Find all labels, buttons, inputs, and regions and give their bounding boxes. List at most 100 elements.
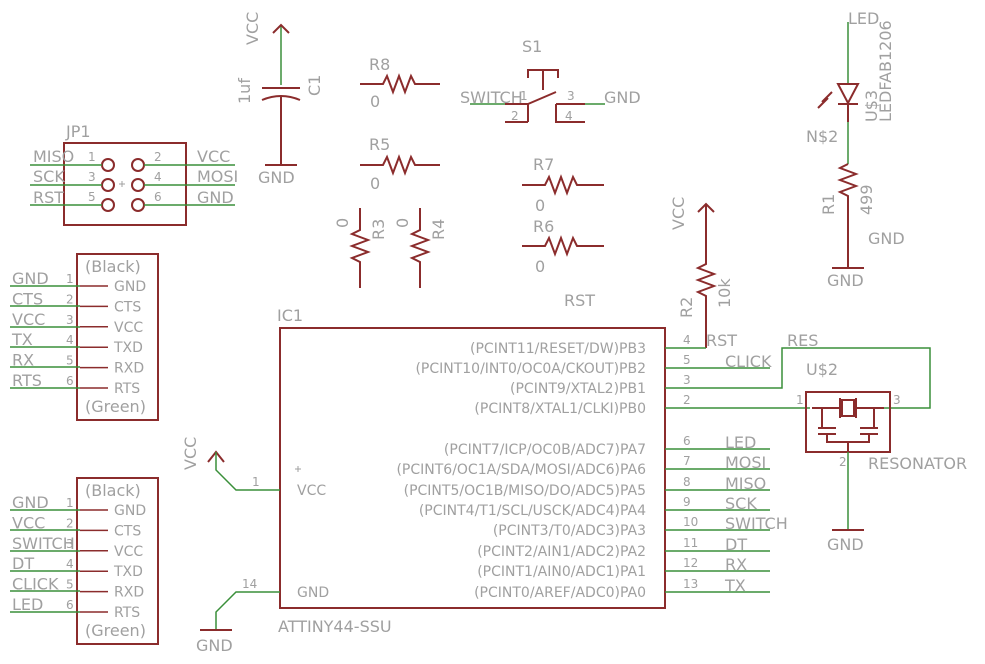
r2-value: 10k xyxy=(715,278,734,308)
r4-value: 0 xyxy=(393,218,412,228)
ftdi1-net-label: VCC xyxy=(12,310,45,329)
ftdi2-net-label: SWITCH xyxy=(12,534,75,553)
jp1-net-vcc: VCC xyxy=(197,147,230,166)
ftdi2-net-label: LED xyxy=(12,595,43,614)
ic1-value: ATTINY44-SSU xyxy=(278,617,392,636)
ftdi1-pin-num: 3 xyxy=(66,313,74,327)
ic1-vcc-wire xyxy=(215,452,280,491)
ftdi2-pin-name: VCC xyxy=(114,544,143,560)
ftdi2-pin-name: GND xyxy=(114,503,146,519)
ftdi2-pin-name: CTS xyxy=(114,523,141,539)
s1-pin-4: 4 xyxy=(565,109,573,123)
ic1-pin-name: (PCINT8/XTAL1/CLKI)PB0 xyxy=(474,401,646,417)
ic1-vcc-supply-label: VCC xyxy=(181,437,200,470)
ic1-pin-name: (PCINT5/OC1B/MISO/DO/ADC5)PA5 xyxy=(404,483,646,499)
resistor-r6: R6 0 xyxy=(522,217,604,276)
resistor-r4: 0 R4 xyxy=(393,208,448,288)
ftdi1-pin-name: VCC xyxy=(114,320,143,336)
floating-rst-label: RST xyxy=(564,291,595,310)
c1-name: C1 xyxy=(305,75,324,96)
r2-name: R2 xyxy=(677,297,696,318)
r3-body xyxy=(349,208,371,288)
res-value: RESONATOR xyxy=(868,454,967,473)
r5-value: 0 xyxy=(370,174,380,193)
ic1-pb1-res-wire xyxy=(665,347,931,409)
s1-name: S1 xyxy=(522,37,542,56)
ic1-net-label: SCK xyxy=(725,494,757,513)
ftdi2-pin-num: 4 xyxy=(66,557,74,571)
jp1-name: JP1 xyxy=(65,122,91,141)
resistor-r7: R7 0 xyxy=(522,155,604,215)
jp1-left-wires xyxy=(30,164,102,206)
r1-value: 499 xyxy=(857,184,876,215)
ic1-pin-name: (PCINT4/T1/SCL/USCK/ADC4)PA4 xyxy=(419,503,646,519)
ic1-net-label: DT xyxy=(725,535,747,554)
jp1-pad-1 xyxy=(101,158,115,172)
jp1-net-rst: RST xyxy=(33,188,64,207)
r8-name: R8 xyxy=(369,55,390,74)
capacitor-c1: VCC 1uf C1 GND xyxy=(235,12,324,187)
jp1-net-mosi: MOSI xyxy=(197,167,238,186)
ftdi1-net-label: RTS xyxy=(12,371,42,390)
led-name: U$3 xyxy=(862,90,881,122)
ftdi2-top: (Black) xyxy=(85,481,141,500)
led-diode-icon xyxy=(836,83,860,106)
ic1-pin-num: 6 xyxy=(683,434,691,448)
ic1-pin-name: (PCINT10/INT0/OC0A/CKOUT)PB2 xyxy=(415,361,646,377)
jp1-origin-cross xyxy=(119,181,125,187)
s1-pin-2: 2 xyxy=(511,109,519,123)
ic1-net-label: TX xyxy=(724,576,746,595)
ftdi1-pin-name: RXD xyxy=(114,361,144,377)
ic1-pin-name: (PCINT11/RESET/DW)PB3 xyxy=(470,341,646,357)
ftdi2-pin-num: 6 xyxy=(66,598,74,612)
ic1-pin-num-14: 14 xyxy=(242,577,257,591)
jp1-pad-5 xyxy=(101,198,115,212)
ftdi1-pin-num: 1 xyxy=(66,272,74,286)
ftdi2-net-label: DT xyxy=(12,554,34,573)
jp1-pin-4: 4 xyxy=(154,170,162,184)
jp1-net-gnd: GND xyxy=(197,188,234,207)
ftdi2-pin-name: TXD xyxy=(113,564,143,580)
ic1-pin-num: 9 xyxy=(683,495,691,509)
s1-net-switch: SWITCH xyxy=(460,88,523,107)
ic1-pin-name-gnd: GND xyxy=(297,585,329,601)
r8-body xyxy=(360,73,440,95)
ftdi1-net-label: RX xyxy=(12,351,34,370)
r5-body xyxy=(360,154,440,176)
ic1-pin-num: 4 xyxy=(683,333,691,347)
header-jp1: JP1 MISO SCK RST VCC MOSI GND 1 3 5 2 4 … xyxy=(30,122,238,226)
ic1-pin-num: 3 xyxy=(683,373,691,387)
ftdi1-pin-name: TXD xyxy=(113,340,143,356)
ftdi2-pin-num: 5 xyxy=(66,578,74,592)
led-value: LEDFAB1206 xyxy=(876,20,895,122)
r3-value: 0 xyxy=(333,218,352,228)
ftdi1-net-label: CTS xyxy=(12,289,43,308)
res-pin-1: 1 xyxy=(796,393,804,407)
s1-pin-3: 3 xyxy=(567,89,575,103)
r1-gnd-label: GND xyxy=(827,271,864,290)
ic1-pin-num: 11 xyxy=(683,536,698,550)
ftdi2-net-label: CLICK xyxy=(12,575,59,594)
ic1-pin-num: 12 xyxy=(683,556,698,570)
ic1-pin-name-vcc: VCC xyxy=(297,483,326,499)
jp1-pad-3 xyxy=(101,178,115,192)
ic1-name: IC1 xyxy=(277,306,303,325)
r2-vcc-label: VCC xyxy=(669,197,688,230)
jp1-pin-3: 3 xyxy=(88,170,96,184)
resistor-r5: R5 0 xyxy=(360,135,440,193)
ic1-pin-name: (PCINT2/AIN1/ADC2)PA2 xyxy=(477,544,646,560)
ftdi2-pin-num: 1 xyxy=(66,496,74,510)
led-gnd-floating: GND xyxy=(868,229,905,248)
ftdi2-wires xyxy=(10,509,80,613)
r7-name: R7 xyxy=(533,155,554,174)
resistor-r2: VCC R2 10k RST xyxy=(669,197,737,350)
led-node-label: N$2 xyxy=(806,127,838,146)
ic1-pin-num: 2 xyxy=(683,393,691,407)
ic1-pin-num: 5 xyxy=(683,353,691,367)
ftdi2-pin-num: 2 xyxy=(66,516,74,530)
jp1-pin-1: 1 xyxy=(88,150,96,164)
r1-body xyxy=(837,163,859,268)
s1-net-gnd: GND xyxy=(604,88,641,107)
ic1-gnd-supply-label: GND xyxy=(196,636,233,655)
ftdi1-pin-name: CTS xyxy=(114,299,141,315)
